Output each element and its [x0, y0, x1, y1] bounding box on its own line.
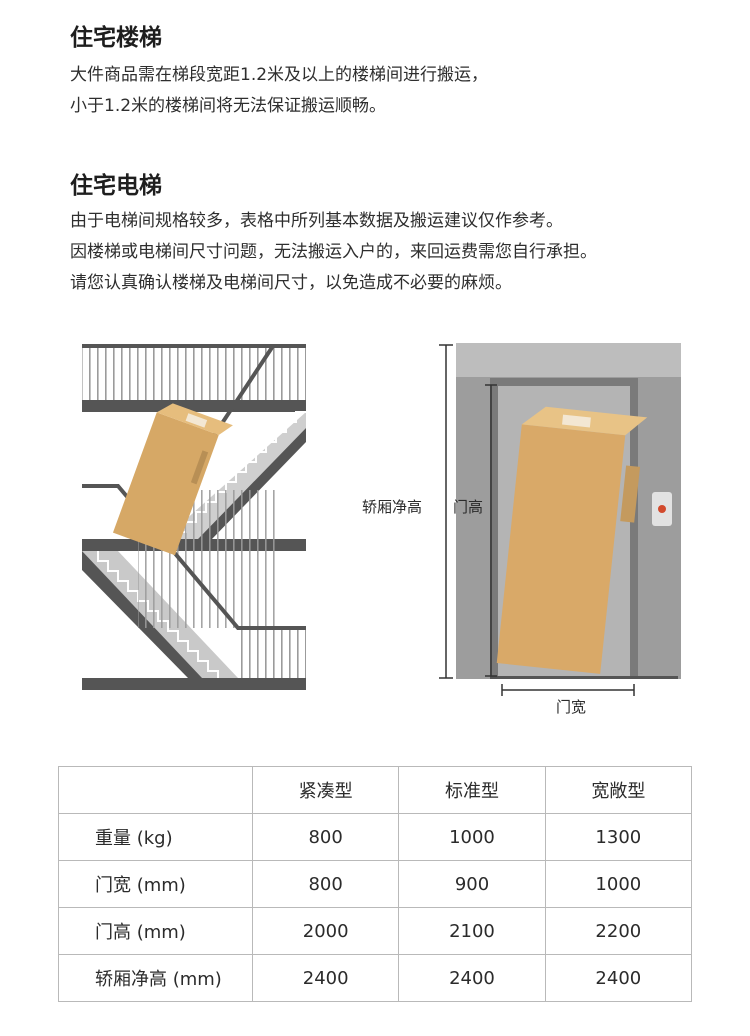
lower-handrail: [82, 484, 306, 630]
table-header-cell: [58, 766, 253, 814]
elevator-section-title: 住宅电梯: [70, 173, 162, 199]
table-cell: 2000: [251, 907, 400, 955]
door-width-label: 门宽: [556, 698, 586, 716]
elevator-spec-table: 紧凑型 标准型 宽敞型 重量 (kg) 800 1000 1300 门宽 (mm…: [58, 766, 693, 1002]
table-cell: 2100: [398, 907, 546, 955]
table-cell: 1000: [398, 813, 546, 861]
stairs-section-text: 大件商品需在梯段宽距1.2米及以上的楼梯间进行搬运， 小于1.2米的楼梯间将无法…: [70, 60, 488, 122]
table-header-cell: 宽敞型: [544, 766, 693, 814]
table-row: 门高 (mm) 2000 2100 2200: [58, 907, 693, 955]
table-cell: 900: [398, 860, 546, 908]
table-header-row: 紧凑型 标准型 宽敞型: [58, 766, 693, 814]
table-header-cell: 紧凑型: [251, 766, 400, 814]
door-height-label: 门高: [453, 498, 483, 516]
text-line: 因楼梯或电梯间尺寸问题，无法搬运入户的，来回运费需您自行承担。: [70, 242, 597, 262]
table-cell: 1000: [544, 860, 693, 908]
stairwell-illustration: [82, 344, 306, 690]
landing-top: [82, 400, 306, 412]
elevator-illustration: 轿厢净高 门高 门宽: [362, 343, 681, 716]
landing-bottom: [82, 678, 306, 690]
table-cell: 2400: [398, 954, 546, 1002]
top-railing: [82, 346, 306, 400]
table-cell: 1300: [544, 813, 693, 861]
box-icon: [112, 403, 233, 556]
table-row: 轿厢净高 (mm) 2400 2400 2400: [58, 954, 693, 1002]
text-line: 小于1.2米的楼梯间将无法保证搬运顺畅。: [70, 96, 387, 116]
box-icon: [496, 406, 648, 674]
table-row: 门宽 (mm) 800 900 1000: [58, 860, 693, 908]
table-cell: 800: [251, 860, 400, 908]
table-cell: 2400: [251, 954, 400, 1002]
table-row: 重量 (kg) 800 1000 1300: [58, 813, 693, 861]
table-cell: 800: [251, 813, 400, 861]
table-cell: 2400: [544, 954, 693, 1002]
table-cell: 2200: [544, 907, 693, 955]
text-line: 请您认真确认楼梯及电梯间尺寸，以免造成不必要的麻烦。: [70, 273, 512, 293]
text-line: 大件商品需在梯段宽距1.2米及以上的楼梯间进行搬运，: [70, 65, 489, 85]
cabin-height-label: 轿厢净高: [362, 498, 422, 516]
row-label: 轿厢净高 (mm): [58, 954, 253, 1002]
row-label: 门高 (mm): [58, 907, 253, 955]
row-label: 重量 (kg): [58, 813, 253, 861]
text-line: 由于电梯间规格较多，表格中所列基本数据及搬运建议仅作参考。: [70, 211, 563, 231]
row-label: 门宽 (mm): [58, 860, 253, 908]
elevator-section-text: 由于电梯间规格较多，表格中所列基本数据及搬运建议仅作参考。 因楼梯或电梯间尺寸问…: [70, 206, 597, 299]
stairs-section-title: 住宅楼梯: [70, 25, 162, 51]
table-header-cell: 标准型: [398, 766, 546, 814]
